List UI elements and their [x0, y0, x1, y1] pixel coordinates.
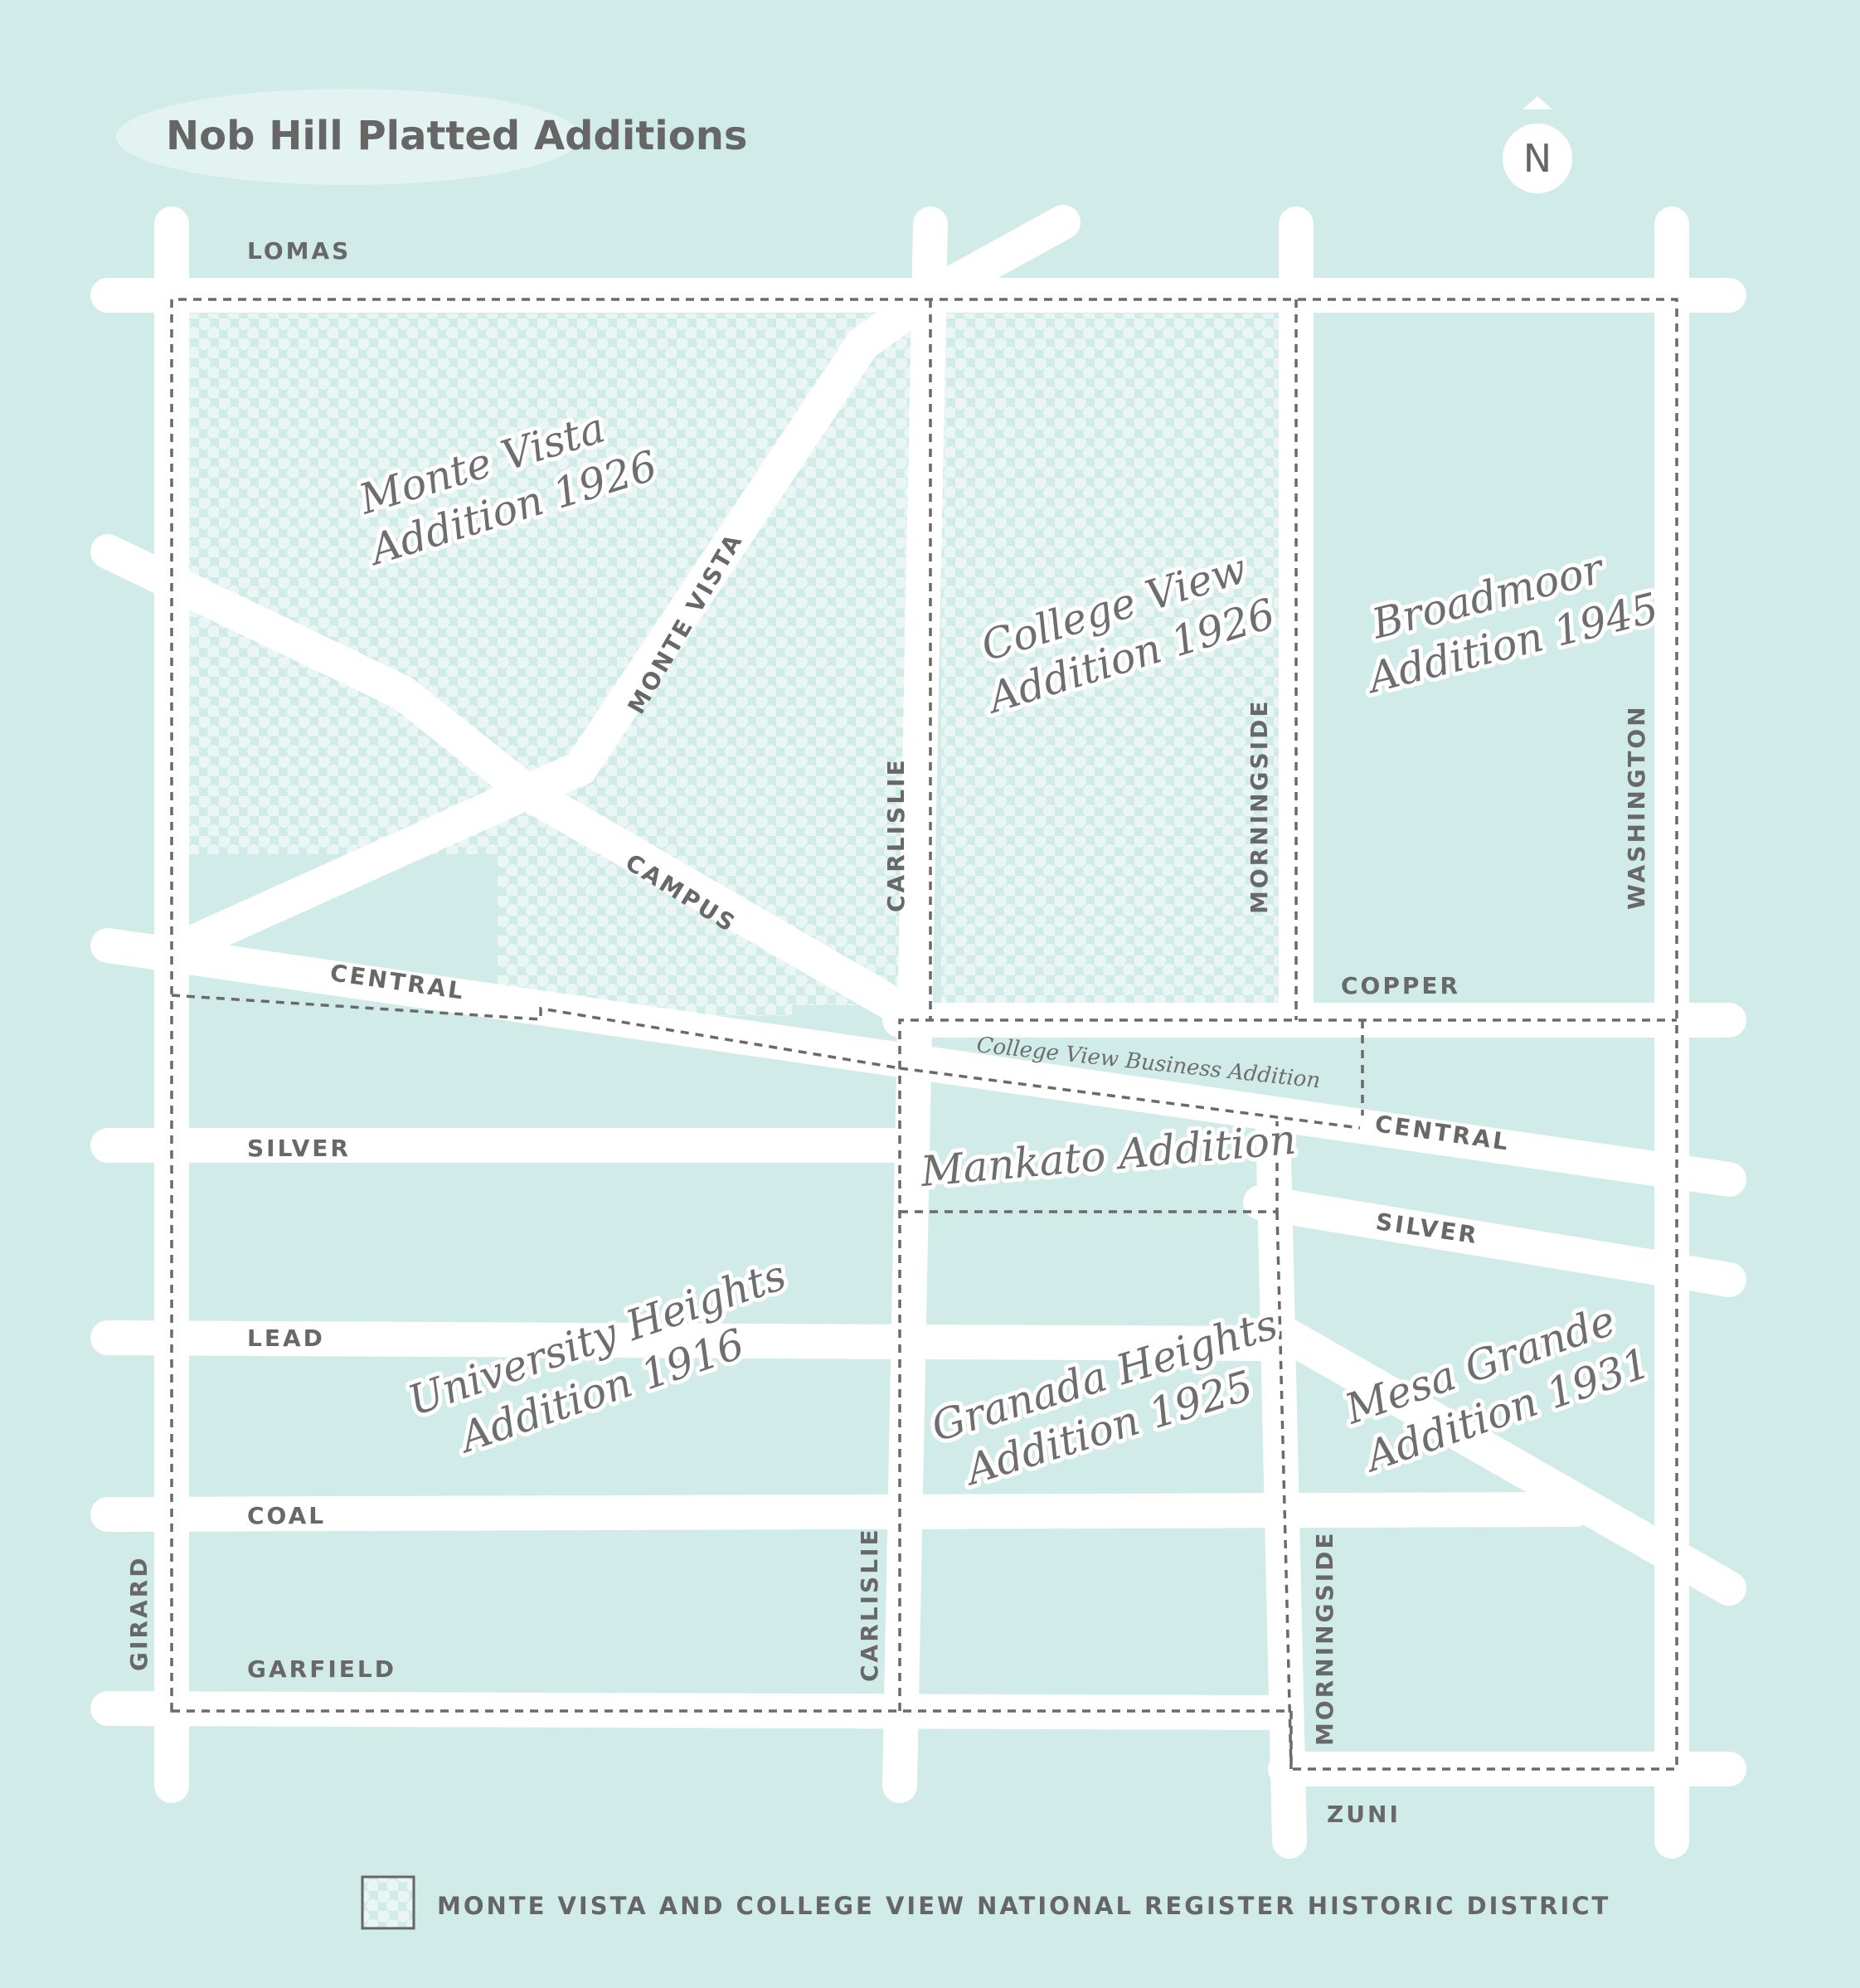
road-coal	[90, 1492, 1593, 1532]
road-campus	[90, 534, 938, 1038]
road-mesa-grande-diagonal	[1255, 1310, 1746, 1606]
road-lead	[90, 1320, 1278, 1361]
street-label-washington: WASHINGTON	[1623, 704, 1650, 910]
map-title-text: Nob Hill Platted Additions	[166, 113, 747, 159]
street-label-carlislie-north: CARLISLIE	[882, 757, 910, 912]
north-arrow: N	[1503, 96, 1572, 193]
street-label-morningside-north: MORNINGSIDE	[1246, 699, 1273, 914]
boundary-morningside-south	[1275, 1211, 1293, 1770]
road-silver-east	[1243, 1185, 1746, 1297]
street-label-coal: COAL	[247, 1502, 326, 1529]
north-label: N	[1523, 136, 1552, 181]
street-label-silver-west: SILVER	[247, 1135, 351, 1162]
street-label-lead: LEAD	[247, 1325, 325, 1352]
addition-boundaries	[170, 298, 1678, 1771]
road-morningside-south	[1255, 1102, 1307, 1859]
historic-district-area	[187, 314, 1281, 1016]
title-oval	[116, 89, 580, 185]
north-circle	[1503, 124, 1572, 193]
boundary-central-east	[899, 1067, 1361, 1130]
street-label-morningside-south: MORNINGSIDE	[1311, 1531, 1338, 1746]
boundary-central-west	[171, 994, 901, 1070]
map-title: Nob Hill Platted Additions	[116, 89, 747, 185]
boundary-business	[898, 1018, 1677, 1711]
street-label-garfield: GARFIELD	[247, 1655, 396, 1683]
road-monte-vista	[163, 205, 1081, 965]
street-label-copper: COPPER	[1341, 972, 1460, 999]
map-legend: MONTE VISTA AND COLLEGE VIEW NATIONAL RE…	[361, 1875, 1610, 1930]
street-label-girard: GIRARD	[125, 1556, 153, 1671]
legend-label: MONTE VISTA AND COLLEGE VIEW NATIONAL RE…	[437, 1892, 1610, 1920]
street-label-lomas: LOMAS	[247, 237, 351, 265]
street-label-carlislie-south: CARLISLIE	[856, 1527, 883, 1682]
legend-swatch	[361, 1875, 415, 1930]
north-arrow-icon	[1522, 96, 1552, 109]
street-label-zuni: ZUNI	[1327, 1801, 1401, 1828]
boundary-lomas-to-carlislie	[170, 298, 1678, 1771]
